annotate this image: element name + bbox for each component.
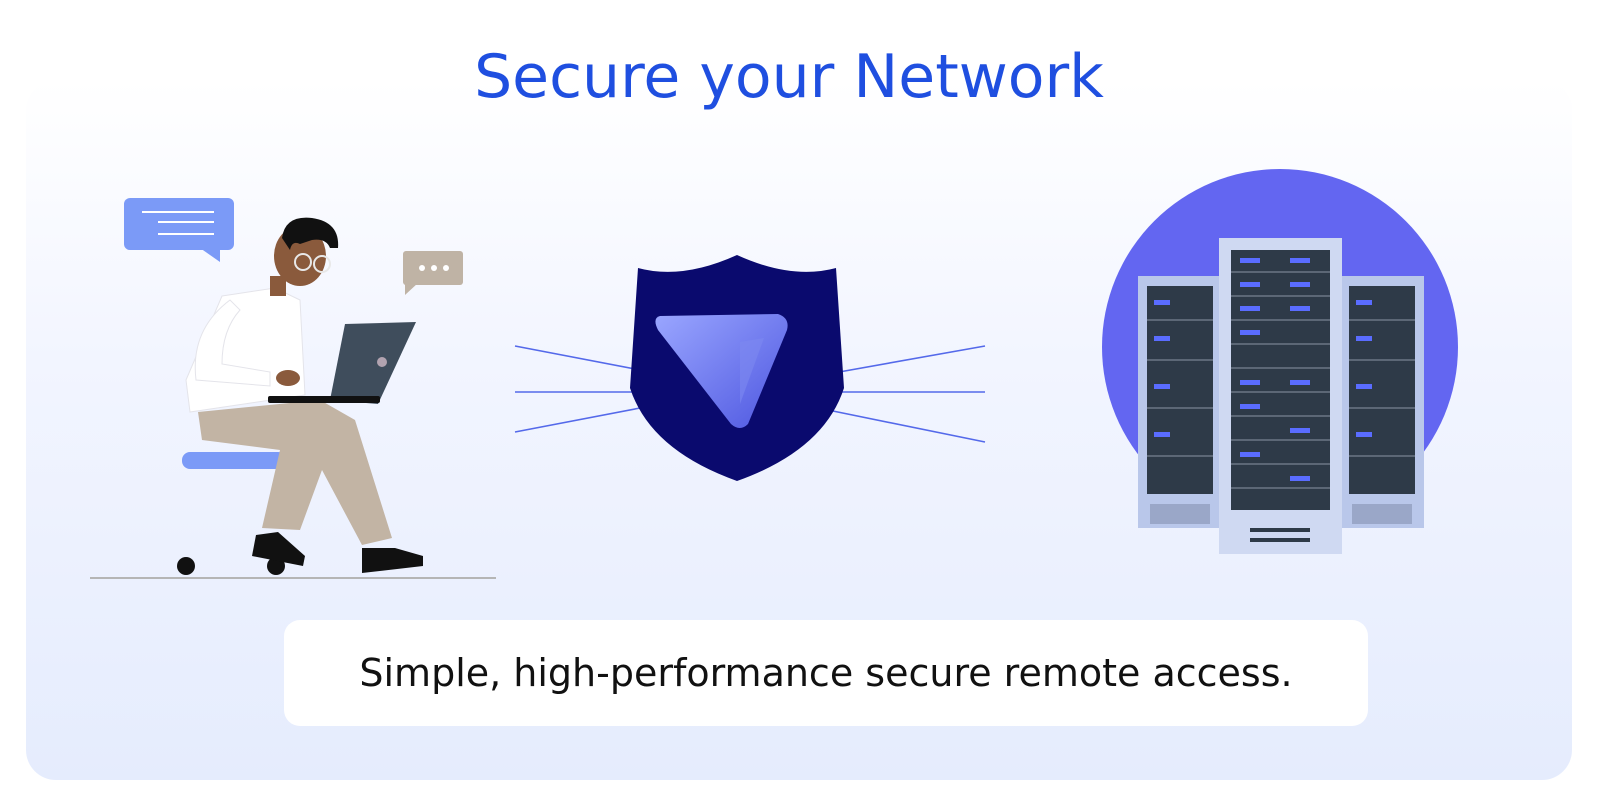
connection-lines [514,345,986,443]
tagline-card: Simple, high-performance secure remote a… [284,620,1368,726]
person-figure [177,217,423,575]
shield-icon [630,255,844,481]
server-rack-icon [1102,169,1458,554]
chat-bubble-icon [124,198,234,262]
page-title: Secure your Network [474,42,1104,112]
typing-bubble-icon [403,251,463,295]
chair-seat [182,452,286,469]
tagline-text: Simple, high-performance secure remote a… [359,651,1293,695]
laptop-icon [268,322,416,404]
chair-wheel [177,557,195,575]
